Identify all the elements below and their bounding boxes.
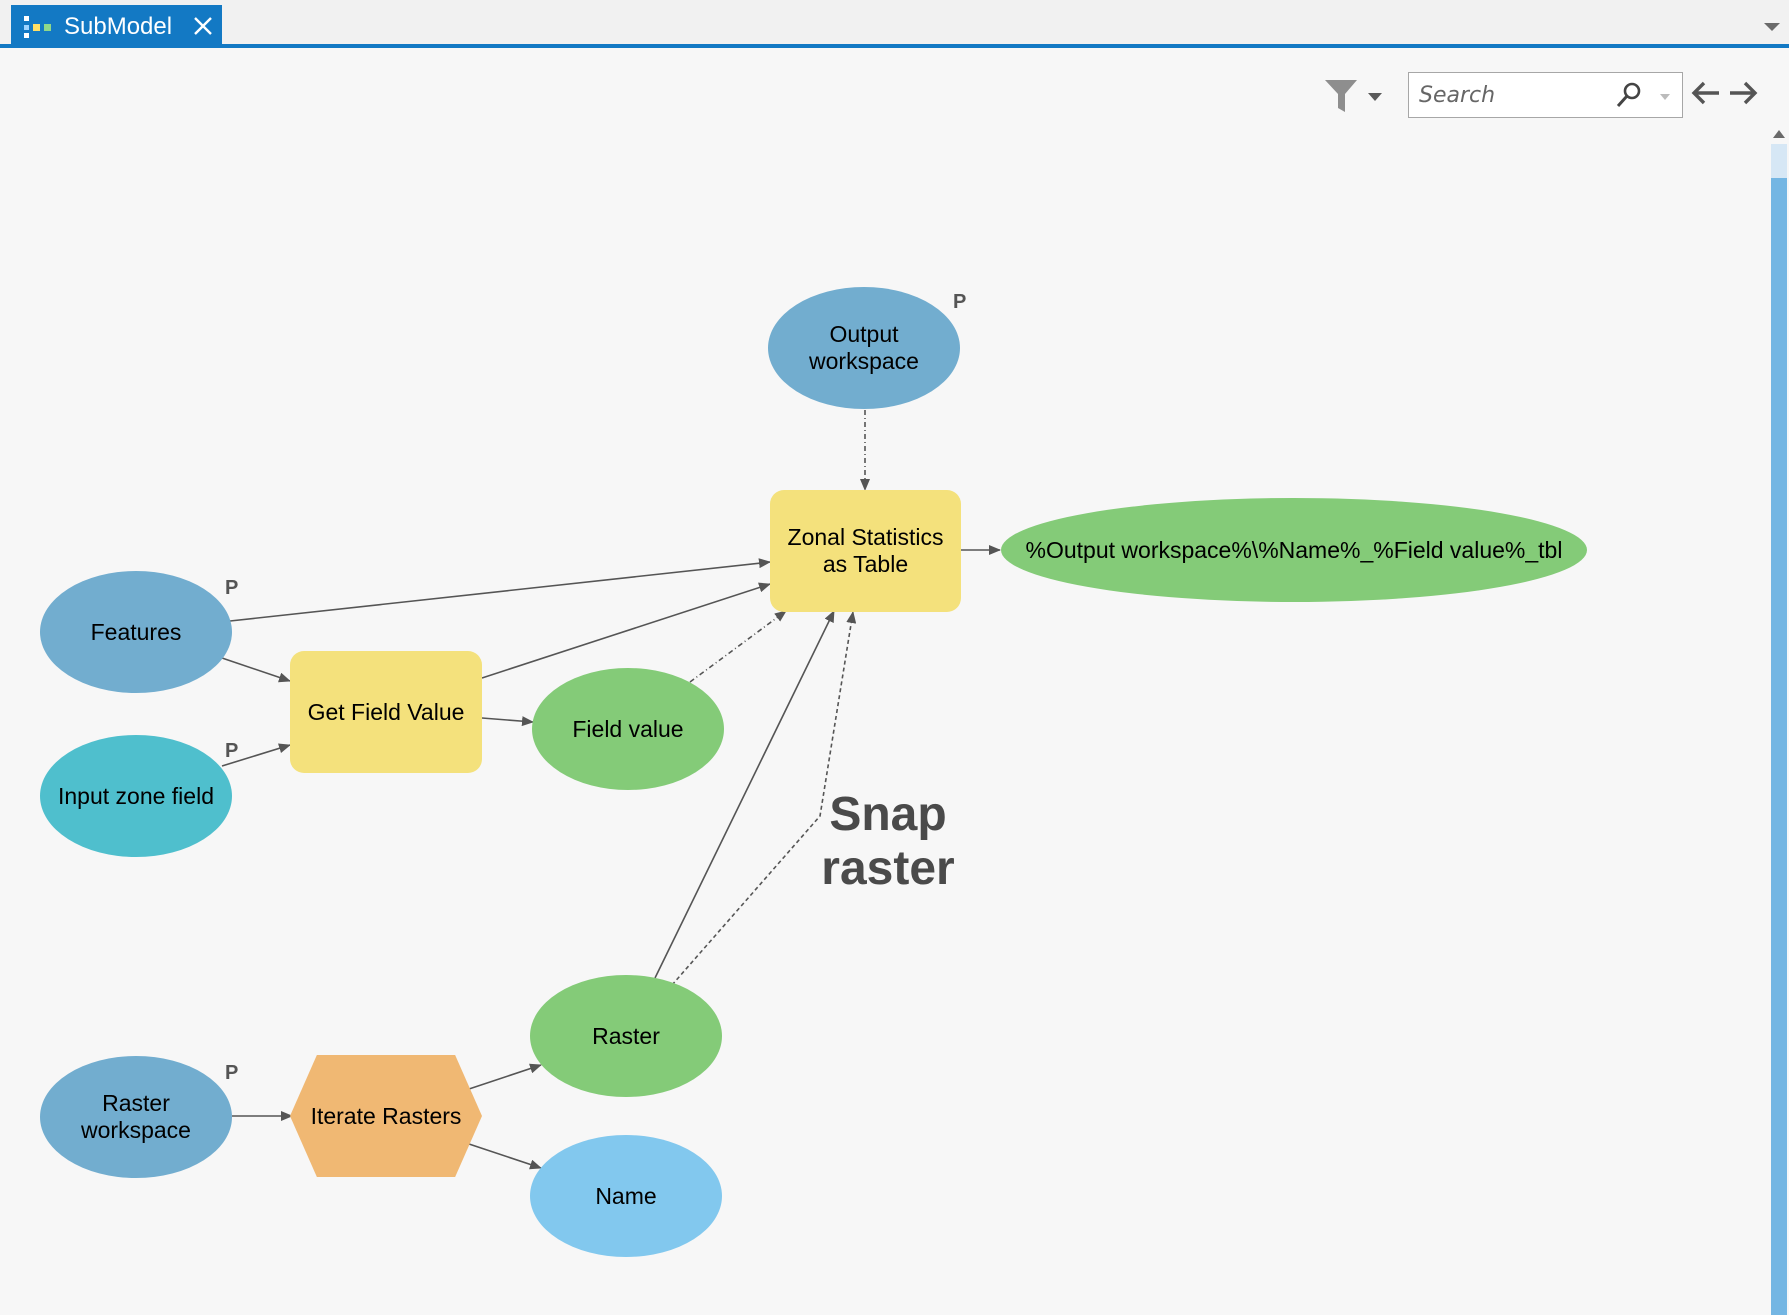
node-raster-workspace-label: Raster workspace [81, 1090, 191, 1143]
arrow-right-icon[interactable] [1726, 78, 1760, 108]
connector-label-snap-raster[interactable]: Snap raster [808, 788, 968, 896]
model-canvas[interactable]: Output workspace P Zonal Statistics as T… [0, 48, 1765, 1315]
node-output-table[interactable]: %Output workspace%\%Name%_%Field value%_… [1001, 498, 1587, 602]
parameter-marker: P [225, 740, 239, 762]
parameter-marker: P [225, 1062, 239, 1084]
model-icon [24, 16, 51, 38]
connector-features-to-getfield [221, 657, 291, 683]
scrollbar-thumb[interactable] [1771, 178, 1787, 1315]
node-zonal-statistics-as-table[interactable]: Zonal Statistics as Table [770, 490, 961, 612]
scroll-up-arrow[interactable] [1771, 128, 1787, 140]
filter-icon[interactable] [1322, 78, 1390, 116]
node-output-table-label: %Output workspace%\%Name%_%Field value%_… [1025, 536, 1563, 563]
node-name[interactable]: Name [530, 1135, 722, 1257]
tab-submodel[interactable]: SubModel [11, 5, 222, 46]
node-get-field-value-label: Get Field Value [307, 698, 465, 725]
connector-raster-snap-to-zonal [671, 611, 857, 986]
node-features[interactable]: Features [40, 571, 232, 693]
arrow-left-icon[interactable] [1689, 78, 1723, 108]
node-iterate-rasters[interactable]: Iterate Rasters [290, 1055, 482, 1177]
chevron-down-icon[interactable] [1659, 93, 1671, 101]
tab-underline [0, 44, 1789, 48]
node-raster-workspace[interactable]: Raster workspace [40, 1056, 232, 1178]
node-iterate-rasters-label: Iterate Rasters [310, 1102, 462, 1129]
node-features-label: Features [90, 618, 182, 645]
connector-getfield-to-zonal [481, 582, 771, 679]
close-icon[interactable] [191, 14, 215, 38]
node-output-workspace-label: Output workspace [809, 321, 919, 374]
snap-raster-label: Snap raster [821, 788, 955, 895]
connector-raster-to-zonal [654, 610, 835, 979]
connector-layer [221, 410, 1001, 1170]
parameter-marker: P [953, 291, 967, 313]
chevron-down-icon[interactable] [1761, 20, 1783, 34]
tab-label: SubModel [64, 13, 173, 40]
node-field-value[interactable]: Field value [532, 668, 724, 790]
connector-zonefield-to-getfield [221, 743, 291, 767]
connector-fieldvalue-to-zonal [689, 610, 787, 683]
connector-features-to-zonal [229, 558, 771, 622]
connector-iterate-to-raster [462, 1063, 542, 1092]
node-output-workspace[interactable]: Output workspace [768, 287, 960, 409]
node-input-zone-field-label: Input zone field [57, 782, 214, 809]
node-raster[interactable]: Raster [530, 975, 722, 1097]
search-icon[interactable] [1615, 81, 1643, 109]
parameter-marker: P [225, 577, 239, 599]
node-get-field-value[interactable]: Get Field Value [290, 651, 482, 773]
node-name-label: Name [595, 1182, 657, 1209]
node-raster-label: Raster [592, 1022, 660, 1049]
node-field-value-label: Field value [572, 715, 684, 742]
tab-strip: SubModel [0, 0, 1789, 48]
connector-getfield-to-fieldvalue [481, 716, 534, 727]
node-input-zone-field[interactable]: Input zone field [40, 735, 232, 857]
search-field[interactable] [1408, 72, 1683, 118]
node-zonal-statistics-label: Zonal Statistics as Table [787, 524, 944, 577]
search-input[interactable] [1419, 79, 1609, 111]
connector-iterate-to-name [462, 1141, 542, 1170]
